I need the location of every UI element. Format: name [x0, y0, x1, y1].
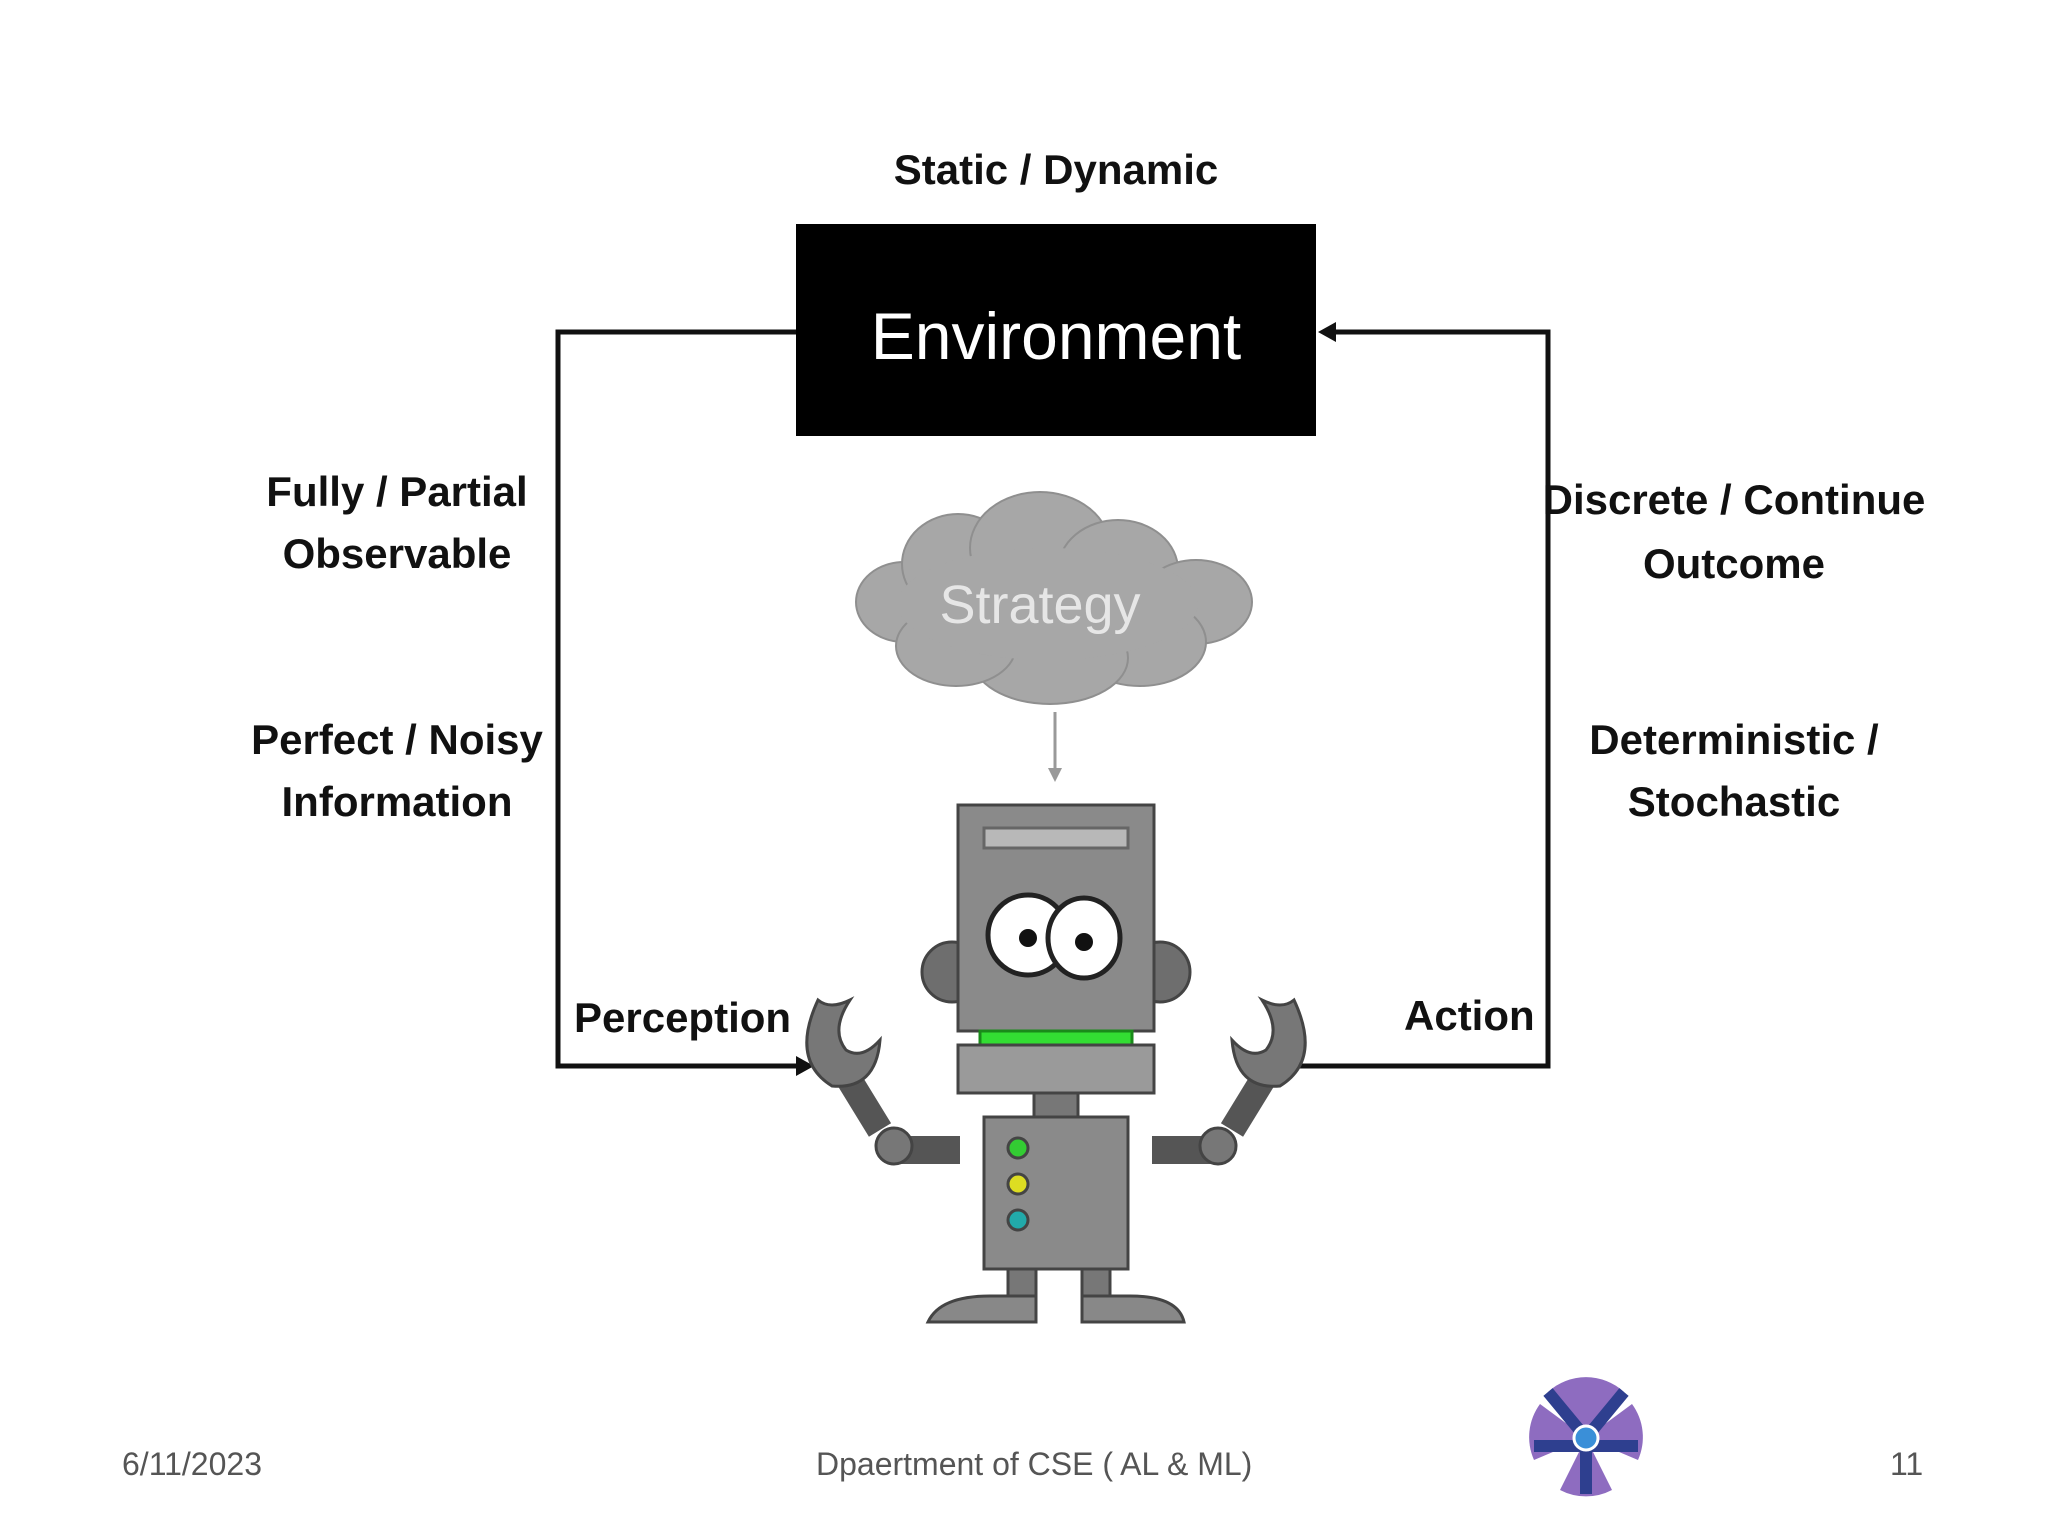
left-bottom-line2: Information — [281, 778, 513, 825]
footer-date: 6/11/2023 — [122, 1446, 262, 1482]
strategy-arrowhead — [1048, 768, 1062, 782]
left-bottom-line1: Perfect / Noisy — [251, 716, 543, 763]
right-bottom-line2: Stochastic — [1627, 778, 1841, 825]
left-top-line1: Fully / Partial — [266, 468, 528, 515]
action-label: Action — [1404, 992, 1535, 1039]
footer-page-number: 11 — [1890, 1446, 1924, 1482]
perception-label: Perception — [574, 994, 792, 1041]
top-label: Static / Dynamic — [893, 146, 1219, 193]
perception-line — [555, 329, 800, 1069]
perception-arrowhead — [796, 1056, 814, 1076]
strategy-label: Strategy — [939, 575, 1141, 635]
right-top-line2: Outcome — [1642, 540, 1826, 587]
environment-box — [796, 224, 1316, 436]
left-top-line2: Observable — [282, 530, 512, 577]
robot-agent — [805, 803, 1307, 1324]
action-line — [1298, 329, 1551, 1069]
footer-department: Dpaertment of CSE ( AL & ML) — [816, 1446, 1253, 1482]
environment-label: Environment — [870, 299, 1242, 373]
college-logo — [1529, 1377, 1643, 1497]
strategy-cloud — [855, 491, 1253, 705]
right-bottom-line1: Deterministic / — [1589, 716, 1879, 763]
right-top-line1: Discrete / Continue — [1542, 476, 1926, 523]
action-arrowhead — [1318, 322, 1336, 342]
